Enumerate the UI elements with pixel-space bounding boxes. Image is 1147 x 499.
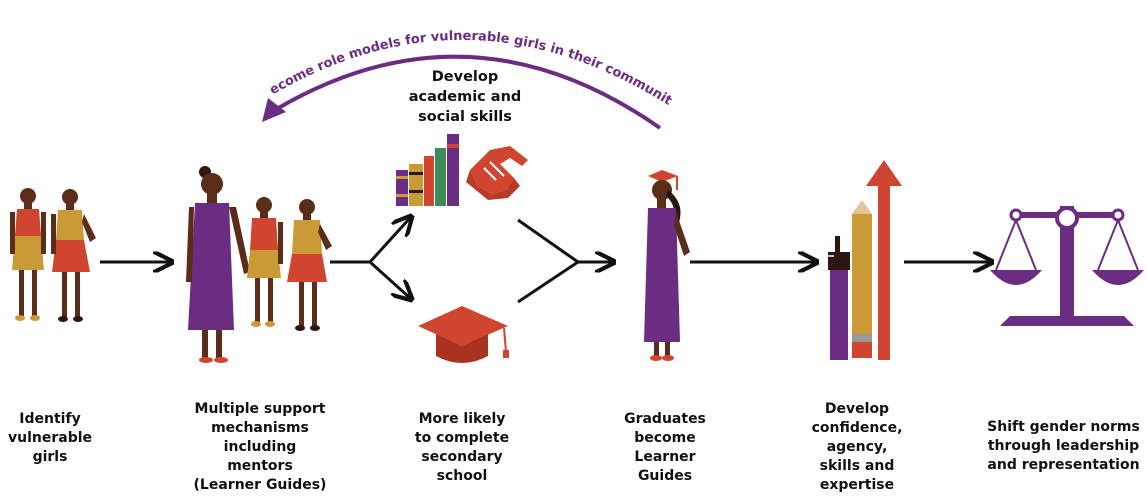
step-1-label: Identify vulnerable girls <box>7 411 93 465</box>
step-3-label: More likely to complete secondary school <box>414 411 510 484</box>
role-model-arc-arrow: Become role models for vulnerable girls … <box>0 0 674 130</box>
arc-label: Become role models for vulnerable girls … <box>0 0 674 109</box>
step-5-label: Develop confidence, agency, skills and e… <box>811 401 903 493</box>
graduate-icon <box>644 170 690 361</box>
top-label: Develop academic and social skills <box>408 69 522 125</box>
flow-arrows <box>100 218 990 302</box>
step-2-label: Multiple support mechanisms including me… <box>193 401 327 493</box>
step-6-label: Shift gender norms through leadership an… <box>987 419 1140 473</box>
arrow-split-down <box>368 260 410 298</box>
handshake-icon <box>466 146 528 200</box>
mentor-with-girls-icon <box>186 166 332 363</box>
step-4-label: Graduates become Learner Guides <box>624 411 706 484</box>
two-girls-icon <box>10 188 96 322</box>
graduation-cap-icon <box>418 306 509 363</box>
raised-hand-pencil-arrow-icon <box>827 160 902 360</box>
arrow-merge <box>517 218 581 304</box>
balance-scale-icon <box>990 206 1144 326</box>
arrow-split-up <box>330 218 410 264</box>
books-icon <box>396 134 459 206</box>
